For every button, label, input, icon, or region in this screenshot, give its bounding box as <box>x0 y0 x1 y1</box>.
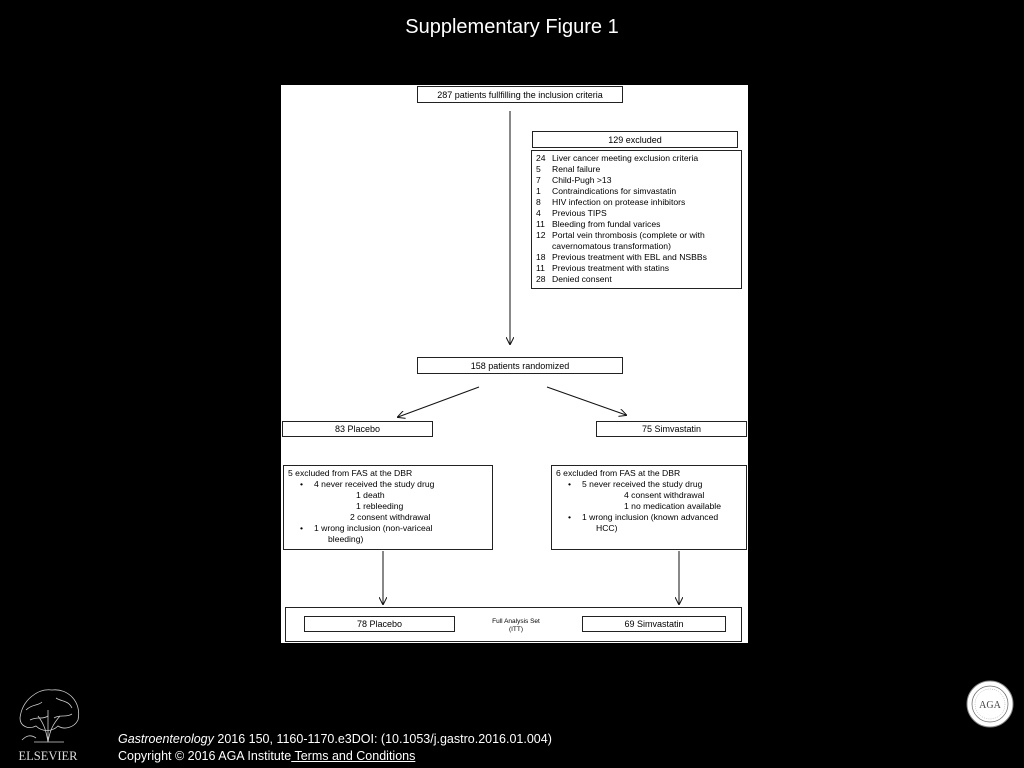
exclusion-reason: Contraindications for simvastatin <box>552 186 677 196</box>
svg-text:AGA: AGA <box>979 700 1001 711</box>
simvastatin-excluded-line: 1 wrong inclusion (known advanced <box>556 512 742 523</box>
simvastatin-excluded-line: 5 never received the study drug <box>556 479 742 490</box>
simvastatin-excluded-line: 4 consent withdrawal <box>624 490 705 500</box>
exclusion-reason-row: 11 Bleeding from fundal varices <box>536 219 737 230</box>
placebo-excluded-line: 1 wrong inclusion (non-variceal <box>288 523 488 534</box>
exclusion-reason-row: 7 Child-Pugh >13 <box>536 175 737 186</box>
exclusion-reason-row: 4 Previous TIPS <box>536 208 737 219</box>
exclusion-reason-row: 5 Renal failure <box>536 164 737 175</box>
fas-simvastatin-box: 69 Simvastatin <box>582 616 726 632</box>
arrow-to-placebo <box>398 386 480 417</box>
exclusion-reason: Child-Pugh >13 <box>552 175 612 185</box>
placebo-excluded-line: 1 death <box>356 490 385 500</box>
fas-placebo-box: 78 Placebo <box>304 616 455 632</box>
exclusion-count: 4 <box>536 208 541 218</box>
exclusion-reason: Bleeding from fundal varices <box>552 219 661 229</box>
placebo-excluded-line: 2 consent withdrawal <box>350 512 431 522</box>
exclusion-reason: Portal vein thrombosis (complete or with <box>552 230 705 240</box>
simvastatin-arm-box: 75 Simvastatin <box>596 421 747 437</box>
exclusion-reason: Denied consent <box>552 274 612 284</box>
elsevier-logo-icon: ELSEVIER <box>8 680 88 764</box>
simvastatin-excluded-box: 6 excluded from FAS at the DBR 5 never r… <box>551 465 747 550</box>
exclusion-reason: Previous treatment with EBL and NSBBs <box>552 252 707 262</box>
exclusion-count <box>536 241 552 252</box>
placebo-excluded-line: 4 never received the study drug <box>288 479 488 490</box>
simvastatin-excluded-line: HCC) <box>596 523 618 533</box>
exclusion-count: 7 <box>536 175 541 185</box>
exclusion-reason-row: 12 Portal vein thrombosis (complete or wi… <box>536 230 737 241</box>
exclusion-reason: HIV infection on protease inhibitors <box>552 197 686 207</box>
exclusion-count: 11 <box>536 263 545 273</box>
placebo-excluded-line: 1 rebleeding <box>356 501 404 511</box>
exclusion-count: 28 <box>536 274 546 284</box>
exclusion-reason: cavernomatous transformation) <box>552 241 671 251</box>
simvastatin-excluded-line: 1 no medication available <box>624 501 721 511</box>
exclusion-reason: Liver cancer meeting exclusion criteria <box>552 153 699 163</box>
placebo-excluded-box: 5 excluded from FAS at the DBR 4 never r… <box>283 465 493 550</box>
exclusion-count: 5 <box>536 164 541 174</box>
fas-label-line: Full Analysis Set <box>492 618 540 625</box>
exclusion-reason: Previous TIPS <box>552 208 607 218</box>
fas-label: Full Analysis Set (ITT) <box>466 618 566 634</box>
exclusion-reason-row: 1 Contraindications for simvastatin <box>536 186 737 197</box>
slide-title: Supplementary Figure 1 <box>405 16 619 38</box>
exclusion-reason-row: cavernomatous transformation) <box>536 241 737 252</box>
exclusion-reason-row: 8 HIV infection on protease inhibitors <box>536 197 737 208</box>
exclusion-reason-row: 28 Denied consent <box>536 274 737 285</box>
exclusion-count: 24 <box>536 153 546 163</box>
consort-flow-diagram: 287 patients fullfilling the inclusion c… <box>281 85 748 643</box>
exclusion-count: 8 <box>536 197 541 207</box>
fas-label-line: (ITT) <box>508 626 524 633</box>
exclusion-reasons-box: 24 Liver cancer meeting exclusion criteri… <box>531 150 742 289</box>
placebo-excluded-header: 5 excluded from FAS at the DBR <box>288 468 413 478</box>
exclusion-count: 1 <box>536 186 541 196</box>
randomized-box: 158 patients randomized <box>417 357 623 374</box>
flow-arrows <box>281 111 748 643</box>
terms-link[interactable]: Terms and Conditions <box>291 749 416 763</box>
placebo-excluded-line: bleeding) <box>328 534 364 544</box>
exclusion-reason-row: 18 Previous treatment with EBL and NSBBs <box>536 252 737 263</box>
simvastatin-excluded-header: 6 excluded from FAS at the DBR <box>556 468 681 478</box>
arrow-to-simvastatin <box>546 386 626 415</box>
copyright-line: Copyright © 2016 AGA Institute Terms and… <box>118 749 415 763</box>
exclusion-reason: Previous treatment with statins <box>552 263 670 273</box>
citation-line: Gastroenterology 2016 150, 1160-1170.e3D… <box>118 732 552 746</box>
exclusion-count: 11 <box>536 219 545 229</box>
copyright-text: Copyright © 2016 AGA Institute <box>118 749 292 763</box>
svg-text:ELSEVIER: ELSEVIER <box>18 749 78 763</box>
aga-logo-icon: AGA <box>966 680 1014 728</box>
citation-text: 2016 150, 1160-1170.e3DOI: (10.1053/j.ga… <box>213 732 552 746</box>
inclusion-box: 287 patients fullfilling the inclusion c… <box>417 86 623 103</box>
exclusion-reason-row: 24 Liver cancer meeting exclusion criteri… <box>536 153 737 164</box>
journal-name: Gastroenterology <box>118 732 214 746</box>
exclusion-reason: Renal failure <box>552 164 601 174</box>
exclusion-count: 12 <box>536 230 546 240</box>
exclusion-count: 18 <box>536 252 546 262</box>
excluded-header-box: 129 excluded <box>532 131 738 148</box>
exclusion-reason-row: 11 Previous treatment with statins <box>536 263 737 274</box>
placebo-arm-box: 83 Placebo <box>282 421 433 437</box>
